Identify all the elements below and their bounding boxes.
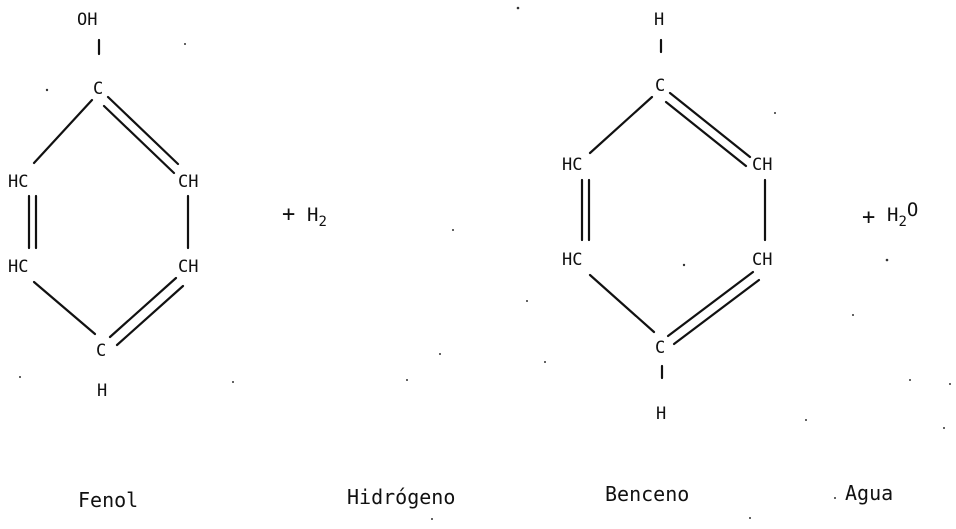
phenol-atom-bottom: C bbox=[96, 341, 106, 361]
water-formula: H2O bbox=[887, 199, 918, 230]
benzene-atom-top: C bbox=[655, 76, 665, 96]
hydrogen-term: + H2 bbox=[282, 202, 327, 230]
phenol-bond-bottom-left bbox=[32, 280, 97, 336]
phenol-bond-top-right-b bbox=[102, 104, 176, 175]
hydrogen-formula: H2 bbox=[307, 204, 327, 230]
benzene-bond-top-left bbox=[588, 95, 654, 155]
benzene-bond-bottom-right-b bbox=[672, 278, 761, 346]
benzene-atom-upper-left: HC bbox=[562, 155, 582, 175]
water-term: + H2O bbox=[862, 199, 918, 230]
benzene-bond-bottom-left bbox=[588, 273, 656, 334]
benzene-atom-top-h: H bbox=[654, 10, 664, 30]
phenol-atom-lower-right: CH bbox=[178, 257, 198, 277]
label-water: Agua bbox=[845, 481, 893, 505]
scan-specks bbox=[19, 6, 951, 520]
phenol-atom-bottom-h: H bbox=[97, 381, 107, 401]
benzene-atom-bottom-h: H bbox=[656, 404, 666, 424]
benzene-atom-bottom: C bbox=[655, 338, 665, 358]
phenol-oh-label: OH bbox=[77, 10, 97, 30]
benzene-atom-lower-left: HC bbox=[562, 250, 582, 270]
benzene-atom-upper-right: CH bbox=[752, 155, 772, 175]
label-benzene: Benceno bbox=[605, 482, 689, 506]
phenol-atom-top: C bbox=[93, 79, 103, 99]
phenol-atom-upper-right: CH bbox=[178, 172, 198, 192]
phenol-atom-lower-left: HC bbox=[8, 257, 28, 277]
phenol-structure: OH C HC CH HC CH C H bbox=[8, 10, 198, 401]
label-hydrogen: Hidrógeno bbox=[347, 485, 455, 509]
phenol-bond-top-right-a bbox=[106, 95, 180, 166]
phenol-bond-bottom-right-a bbox=[108, 276, 178, 339]
phenol-bond-top-left bbox=[32, 98, 94, 165]
label-phenol: Fenol bbox=[78, 488, 138, 512]
benzene-structure: H C HC CH HC CH C H bbox=[562, 10, 772, 424]
compound-labels: Fenol Hidrógeno Benceno Agua bbox=[78, 481, 893, 512]
benzene-bond-bottom-right-a bbox=[666, 270, 755, 338]
benzene-bond-top-right-a bbox=[668, 91, 752, 159]
benzene-atom-lower-right: CH bbox=[752, 250, 772, 270]
plus-sign-2: + bbox=[862, 205, 875, 230]
benzene-bond-top-right-b bbox=[664, 100, 748, 168]
phenol-bond-bottom-right-b bbox=[115, 284, 185, 347]
plus-sign-1: + bbox=[282, 202, 295, 227]
phenol-atom-upper-left: HC bbox=[8, 172, 28, 192]
